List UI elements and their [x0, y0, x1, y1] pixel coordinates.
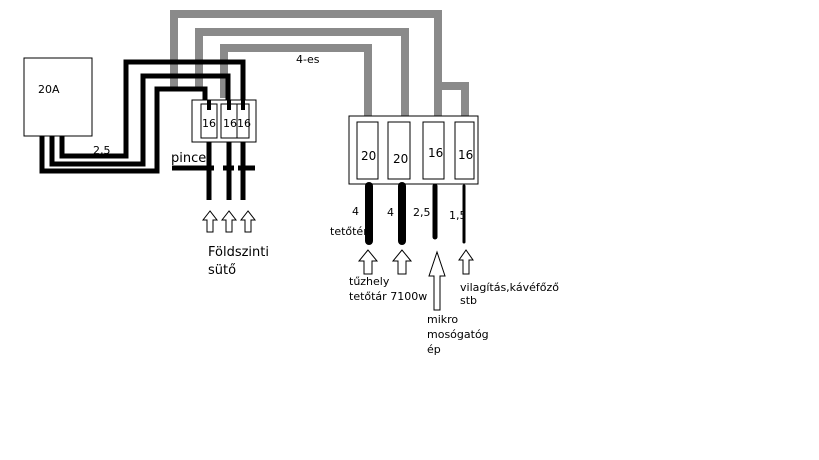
arrow-up-icon: [201, 210, 219, 233]
label-4-es: 4-es: [296, 53, 320, 66]
pince-gap-2: [234, 164, 238, 172]
gray-cable-inner: [220, 44, 372, 118]
upper-outputs: [365, 182, 466, 245]
label-ep: ép: [427, 343, 441, 356]
pince-breaker-3-rating: 16: [237, 117, 251, 130]
label-suto: sütő: [208, 263, 236, 278]
pince-wire-stubs: [207, 100, 245, 110]
gray-cable-outer: [170, 10, 442, 122]
label-pince: pince: [171, 151, 206, 166]
arrow-up-icon: [458, 249, 474, 275]
upper-arrows: [357, 249, 474, 311]
feed-wire-2: [49, 73, 231, 167]
arrow-up-icon: [357, 249, 379, 275]
label-tuzhely: tűzhely: [349, 275, 390, 288]
label-tetotar: tetőtár 7100w: [349, 290, 427, 303]
label-out-1-size: 4: [352, 205, 359, 218]
pince-breaker-2-rating: 16: [223, 117, 237, 130]
label-tetoter: tetőtér: [330, 225, 368, 238]
main-breaker-label: 20A: [38, 83, 60, 96]
arrow-up-icon: [391, 249, 413, 275]
feed-wire-1: [39, 86, 208, 174]
upper-breaker-1: [356, 121, 379, 180]
label-mosogatog: mosógatóg: [427, 328, 489, 341]
label-out-4-size: 1,5: [449, 209, 467, 222]
label-out-2-size: 4: [387, 206, 394, 219]
feed-wire-3: [59, 59, 246, 159]
upper-breaker-1-rating: 20: [361, 149, 376, 163]
label-stb: stb: [460, 294, 477, 307]
main-breaker-box: [23, 57, 93, 137]
label-2-5: 2,5: [93, 144, 111, 157]
arrow-up-icon: [428, 250, 446, 311]
pince-gap-1: [214, 164, 223, 172]
upper-breaker-4: [454, 121, 475, 180]
upper-breaker-3: [422, 121, 445, 180]
upper-breaker-3-rating: 16: [428, 146, 443, 160]
upper-breaker-2-rating: 20: [393, 152, 408, 166]
upper-breaker-2: [387, 121, 411, 180]
pince-breaker-1-rating: 16: [202, 117, 216, 130]
feed-wires: [39, 59, 246, 174]
pince-arrows: [201, 210, 257, 233]
pince-outputs: [172, 142, 255, 200]
label-vilagitas: vilagítás,kávéfőző: [460, 281, 559, 294]
arrow-up-icon: [239, 210, 257, 233]
label-mikro: mikro: [427, 313, 458, 326]
arrow-up-icon: [220, 210, 238, 233]
label-foldszinti: Földszinti: [208, 245, 269, 260]
label-out-3-size: 2,5: [413, 206, 431, 219]
upper-breaker-4-rating: 16: [458, 148, 473, 162]
gray-cable-jumper: [438, 82, 469, 120]
